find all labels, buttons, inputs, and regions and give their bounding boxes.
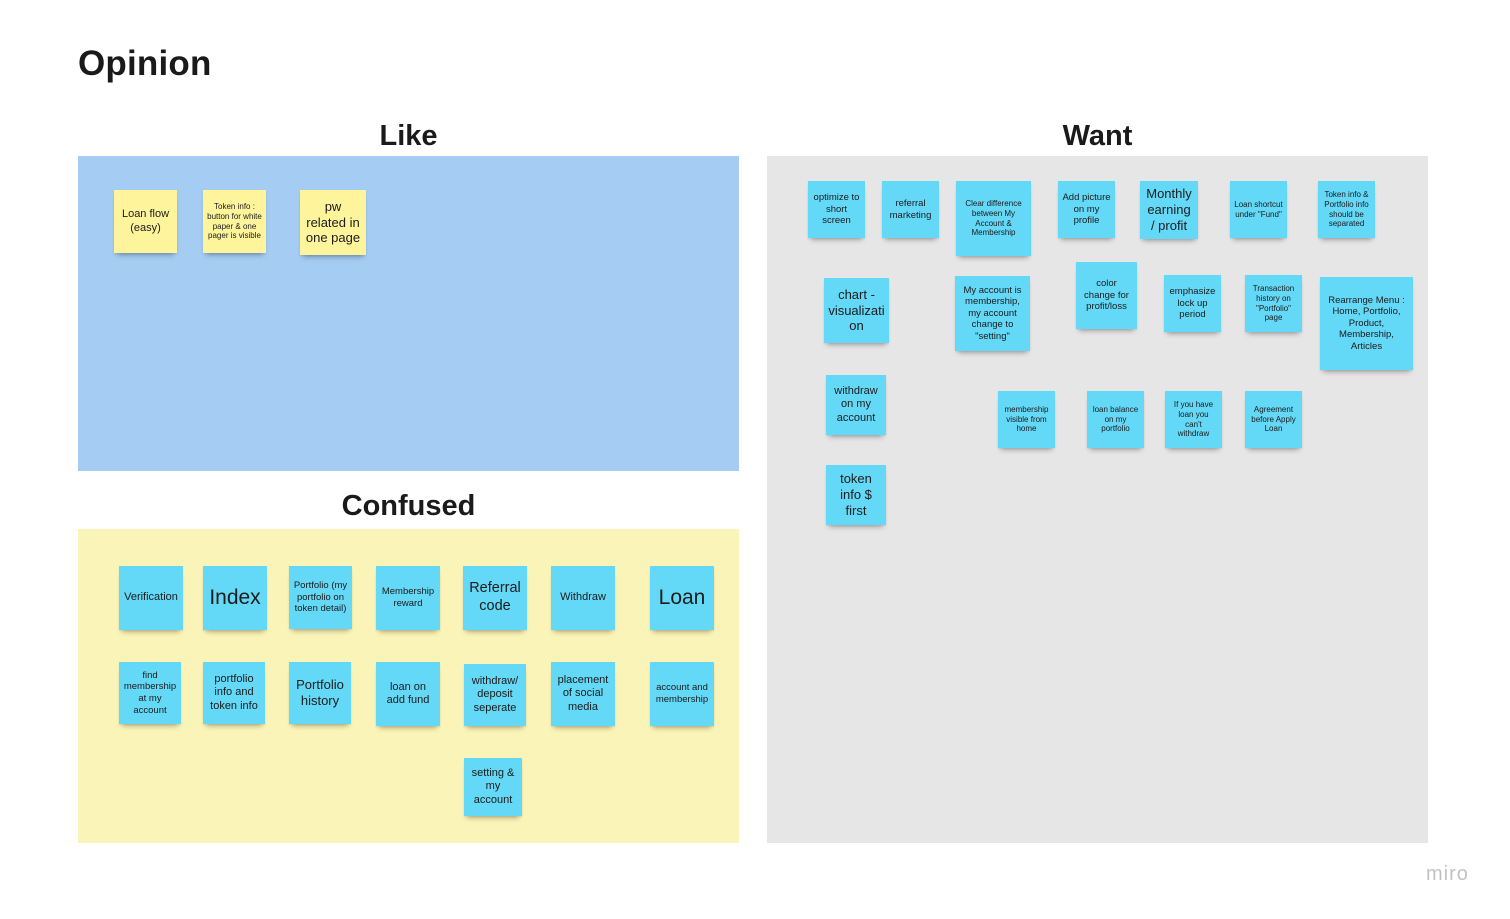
sticky-note[interactable]: withdraw on my account [826, 375, 886, 435]
sticky-note-text: Membership reward [381, 586, 435, 609]
sticky-note[interactable]: Portfolio history [289, 662, 351, 724]
sticky-note[interactable]: Rearrange Menu : Home, Portfolio, Produc… [1320, 277, 1413, 370]
sticky-note[interactable]: account and membership [650, 662, 714, 726]
sticky-note[interactable]: Token info : button for white paper & on… [203, 190, 266, 253]
sticky-note-text: optimize to short screen [813, 192, 860, 227]
sticky-note-text: Token info & Portfolio info should be se… [1324, 190, 1369, 229]
sticky-note-text: withdraw/ deposit seperate [471, 674, 519, 714]
sticky-note-text: placement of social media [557, 673, 609, 713]
sticky-note[interactable]: optimize to short screen [808, 181, 865, 238]
sticky-note[interactable]: portfolio info and token info [203, 662, 265, 724]
sticky-note[interactable]: If you have loan you can't withdraw [1165, 391, 1222, 448]
sticky-note-text: chart - visualizati on [828, 286, 885, 334]
sticky-note-text: emphasize lock up period [1169, 286, 1216, 321]
sticky-note[interactable]: Token info & Portfolio info should be se… [1318, 181, 1375, 238]
sticky-note[interactable]: loan balance on my portfolio [1087, 391, 1144, 448]
sticky-note[interactable]: emphasize lock up period [1164, 275, 1221, 332]
sticky-note-text: Clear difference between My Account & Me… [965, 199, 1022, 238]
sticky-note-text: Referral code [469, 580, 521, 614]
sticky-note-text: Index [209, 586, 261, 610]
sticky-note-text: color change for profit/loss [1084, 278, 1129, 313]
sticky-note-text: loan on add fund [386, 680, 430, 706]
sticky-note-text: portfolio info and token info [210, 672, 258, 712]
board-title: Opinion [78, 44, 212, 83]
sticky-note[interactable]: token info $ first [826, 465, 886, 525]
sticky-note-text: find membership at my account [123, 669, 177, 716]
sticky-note-text: Loan flow (easy) [121, 208, 170, 234]
sticky-note[interactable]: Clear difference between My Account & Me… [956, 181, 1031, 256]
sticky-note[interactable]: Agreement before Apply Loan [1245, 391, 1302, 448]
sticky-note[interactable]: Withdraw [551, 566, 615, 630]
sticky-note[interactable]: color change for profit/loss [1076, 262, 1137, 329]
sticky-note-text: Withdraw [560, 591, 606, 604]
sticky-note-text: membership visible from home [1004, 404, 1049, 434]
sticky-note-text: Rearrange Menu : Home, Portfolio, Produc… [1328, 294, 1405, 352]
sticky-note-text: Verification [124, 591, 178, 604]
sticky-note[interactable]: Loan flow (easy) [114, 190, 177, 253]
sticky-note-text: If you have loan you can't withdraw [1173, 400, 1214, 439]
sticky-note[interactable]: Membership reward [376, 566, 440, 630]
sticky-note[interactable]: Loan [650, 566, 714, 630]
sticky-note-text: Loan shortcut under "Fund" [1234, 199, 1283, 219]
sticky-note-text: Portfolio history [296, 677, 344, 708]
sticky-note-text: setting & my account [471, 766, 515, 806]
sticky-note-text: pw related in one page [305, 198, 361, 246]
sticky-note-text: Add picture on my profile [1062, 192, 1111, 227]
section-heading-confused: Confused [341, 490, 476, 522]
sticky-note[interactable]: membership visible from home [998, 391, 1055, 448]
sticky-note[interactable]: referral marketing [882, 181, 939, 238]
sticky-note[interactable]: find membership at my account [119, 662, 181, 724]
sticky-note[interactable]: Monthly earning / profit [1140, 181, 1198, 239]
sticky-note-text: Loan [658, 586, 706, 610]
sticky-note[interactable]: setting & my account [464, 758, 522, 816]
sticky-note-text: token info $ first [840, 471, 872, 518]
sticky-note[interactable]: Add picture on my profile [1058, 181, 1115, 238]
sticky-note[interactable]: Loan shortcut under "Fund" [1230, 181, 1287, 238]
sticky-note[interactable]: chart - visualizati on [824, 278, 889, 343]
sticky-note[interactable]: Index [203, 566, 267, 630]
sticky-note[interactable]: Referral code [463, 566, 527, 630]
sticky-note-text: loan balance on my portfolio [1092, 404, 1139, 434]
sticky-note[interactable]: Portfolio (my portfolio on token detail) [289, 566, 352, 629]
frame-like[interactable] [78, 156, 739, 471]
sticky-note[interactable]: Verification [119, 566, 183, 630]
sticky-note-text: Agreement before Apply Loan [1251, 404, 1296, 434]
sticky-note[interactable]: My account is membership, my account cha… [955, 276, 1030, 351]
miro-watermark: miro [1426, 863, 1469, 885]
sticky-note[interactable]: withdraw/ deposit seperate [464, 664, 526, 726]
sticky-note-text: Token info : button for white paper & on… [207, 202, 262, 241]
sticky-note[interactable]: loan on add fund [376, 662, 440, 726]
sticky-note-text: withdraw on my account [834, 384, 878, 424]
sticky-note-text: Transaction history on "Portfolio" page [1252, 284, 1295, 323]
sticky-note[interactable]: placement of social media [551, 662, 615, 726]
sticky-note-text: referral marketing [889, 197, 932, 221]
sticky-note-text: Portfolio (my portfolio on token detail) [293, 580, 348, 615]
section-heading-want: Want [1062, 120, 1133, 152]
sticky-note[interactable]: Transaction history on "Portfolio" page [1245, 275, 1302, 332]
sticky-note-text: My account is membership, my account cha… [963, 284, 1022, 342]
section-heading-like: Like [379, 120, 438, 152]
sticky-note-text: account and membership [655, 682, 709, 705]
sticky-note[interactable]: pw related in one page [300, 190, 366, 255]
sticky-note-text: Monthly earning / profit [1146, 186, 1192, 233]
